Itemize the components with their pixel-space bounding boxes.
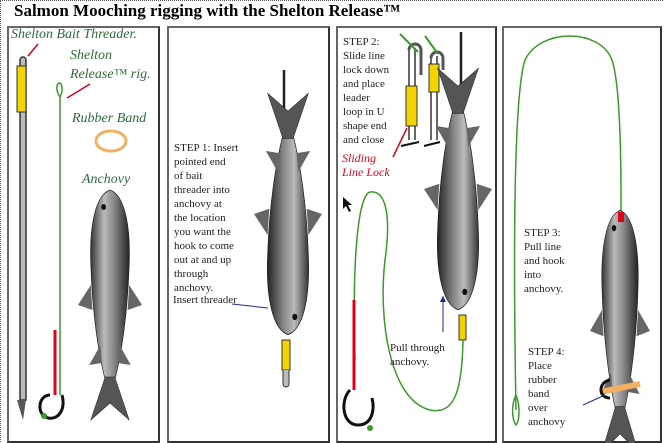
step3-text: STEP 3: Pull line and hook into anchovy. bbox=[524, 226, 565, 296]
step3-line: STEP 3: bbox=[524, 227, 561, 239]
label-release-rig-1: Shelton bbox=[70, 48, 112, 63]
leader-line bbox=[513, 35, 622, 411]
hook-icon bbox=[342, 388, 375, 427]
step2-line: leader bbox=[343, 92, 370, 104]
step1-line: anchovy at bbox=[174, 198, 222, 210]
pointer-line bbox=[231, 303, 269, 309]
rubber-band-icon bbox=[94, 129, 128, 153]
step1-line: the location bbox=[174, 212, 226, 224]
release-rig-icon bbox=[38, 82, 65, 420]
bait-threader-icon bbox=[16, 56, 27, 420]
label-rubber-band: Rubber Band bbox=[72, 111, 147, 126]
anchovy-icon bbox=[423, 67, 493, 311]
anchovy-icon bbox=[589, 209, 651, 443]
step1-line: pointed end bbox=[174, 156, 226, 168]
step1-line: out at and up bbox=[174, 254, 232, 266]
pull-through-label: Pull through anchovy. bbox=[390, 341, 445, 369]
step2-line: loop in U bbox=[343, 106, 385, 118]
step4-line: STEP 4: bbox=[528, 346, 565, 358]
lock-label-line: Sliding bbox=[342, 151, 377, 165]
sliding-line-lock-label: Sliding Line Lock bbox=[342, 151, 390, 179]
step4-line: over bbox=[528, 402, 548, 414]
step4-line: Place bbox=[528, 360, 552, 372]
step1-line: you want the bbox=[174, 226, 231, 238]
step1-line: through bbox=[174, 268, 209, 280]
label-release-rig-2: Release™ rig. bbox=[70, 67, 151, 82]
rubber-band-icon bbox=[599, 381, 641, 395]
step3-line: and hook bbox=[524, 255, 565, 267]
step4-line: rubber bbox=[528, 374, 557, 386]
anchovy-icon bbox=[77, 189, 143, 421]
step1-line: threader into bbox=[174, 184, 230, 196]
step1-line: of bait bbox=[174, 170, 203, 182]
step2-line: shape end bbox=[343, 120, 387, 132]
step2-line: lock down bbox=[343, 64, 390, 76]
pull-label-line: Pull through bbox=[390, 342, 445, 354]
pull-label-line: anchovy. bbox=[390, 356, 430, 368]
panel-step3-4 bbox=[502, 26, 662, 443]
step1-line: hook to come bbox=[174, 240, 234, 252]
pointer-line bbox=[392, 127, 408, 158]
insert-threader-label: Insert threader bbox=[173, 294, 237, 306]
step1-text: STEP 1: Insert pointed end of bait threa… bbox=[174, 141, 238, 295]
step3-line: Pull line bbox=[524, 241, 561, 253]
step2-text: STEP 2: Slide line lock down and place l… bbox=[343, 35, 389, 147]
pointer-line bbox=[27, 43, 39, 57]
pointer-line bbox=[582, 394, 606, 406]
sliding-line-lock-icon bbox=[399, 33, 445, 147]
step4-line: band bbox=[528, 388, 550, 400]
step4-line: anchovy bbox=[528, 416, 566, 428]
pointer-line bbox=[66, 83, 91, 99]
step2-line: and close bbox=[343, 134, 385, 146]
step4-text: STEP 4: Place rubber band over anchovy bbox=[528, 345, 565, 429]
leader-line bbox=[353, 191, 464, 412]
step2-line: and place bbox=[343, 78, 385, 90]
step2-line: STEP 2: bbox=[343, 36, 380, 48]
label-bait-threader: Shelton Bait Threader. bbox=[11, 27, 137, 42]
step3-line: anchovy. bbox=[524, 283, 564, 295]
lock-label-line: Line Lock bbox=[342, 165, 390, 179]
step1-line: STEP 1: Insert bbox=[174, 142, 239, 154]
panel-components bbox=[7, 26, 160, 443]
label-anchovy: Anchovy bbox=[82, 172, 131, 187]
hook-icon bbox=[599, 378, 611, 400]
threader-lock bbox=[281, 339, 291, 371]
anchovy-icon bbox=[253, 92, 323, 336]
step2-line: Slide line bbox=[343, 50, 385, 62]
page-title: Salmon Mooching rigging with the Shelton… bbox=[14, 1, 401, 20]
step1-line: anchovy. bbox=[174, 282, 214, 294]
step3-line: into bbox=[524, 269, 542, 281]
mouse-cursor-icon bbox=[343, 197, 352, 212]
